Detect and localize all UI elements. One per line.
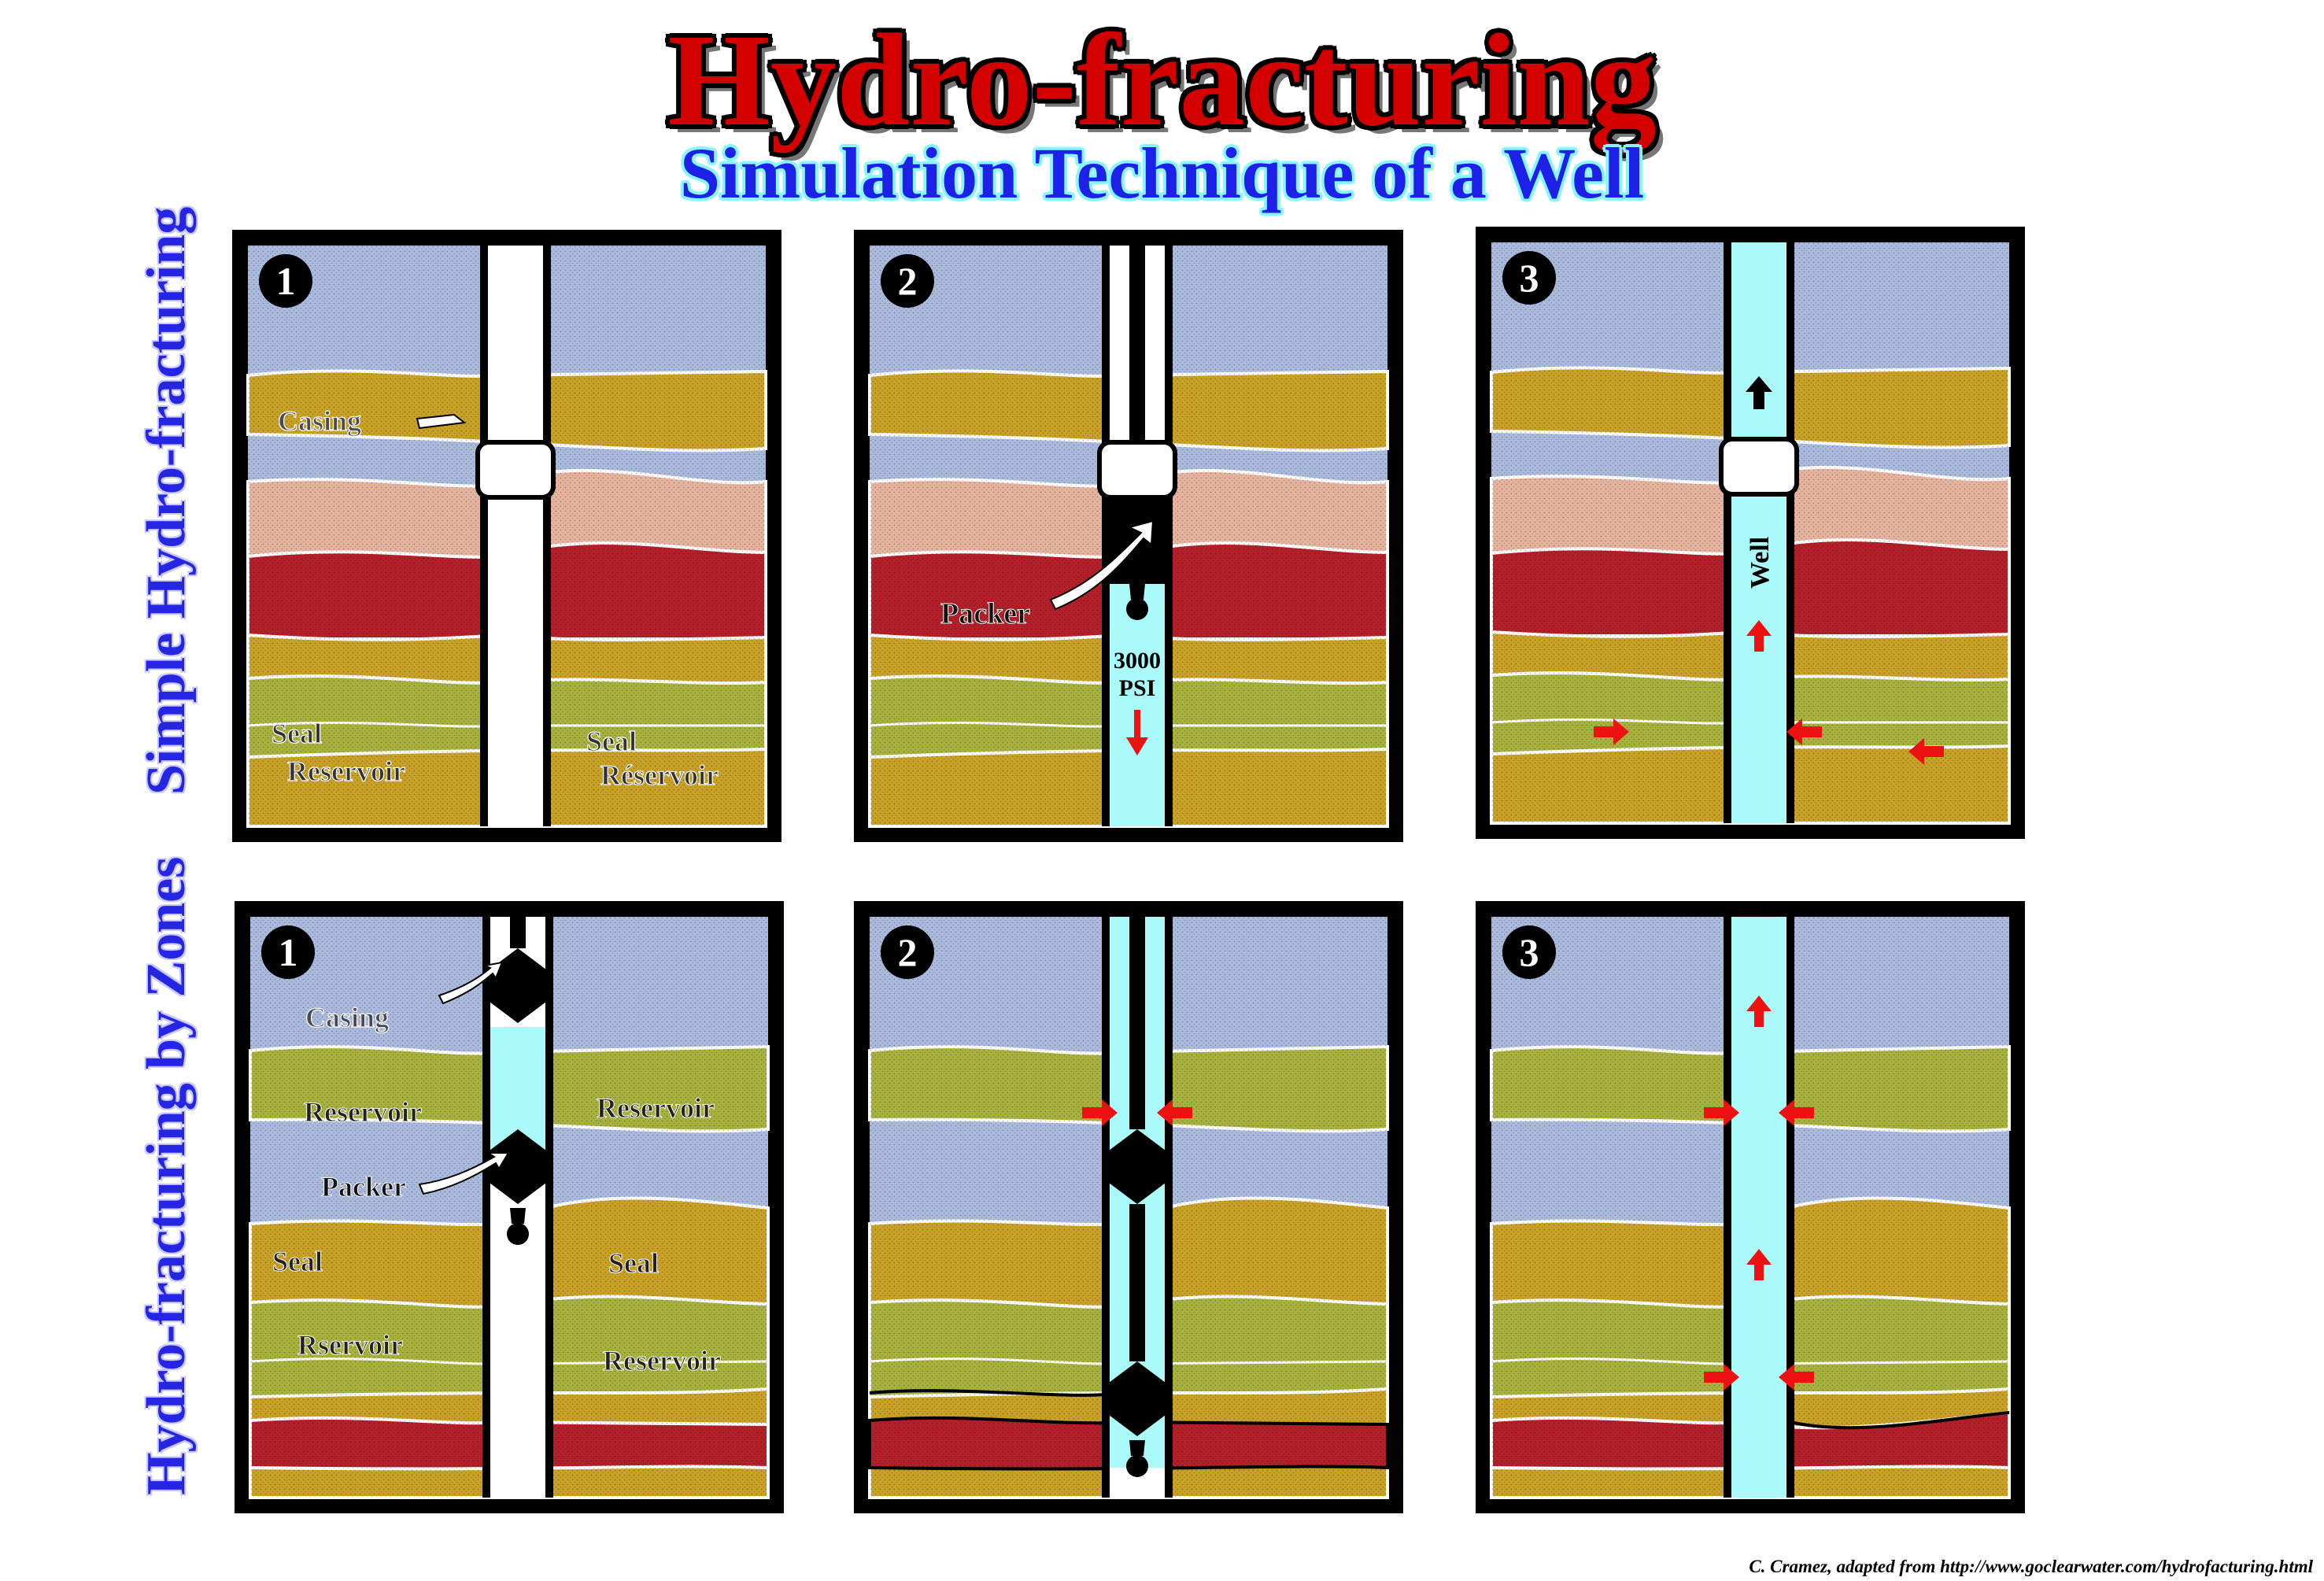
label-packer: Packer — [940, 597, 1030, 630]
label-seal: Seal — [608, 1247, 659, 1279]
right-arrow-icon — [1082, 1099, 1118, 1126]
label-pressure-value: 3000 — [1114, 648, 1161, 674]
left-arrow-icon — [1779, 1364, 1814, 1391]
row-label-zones: Hydro-fracturing by Zones — [136, 856, 197, 1496]
up-arrow-icon — [1746, 376, 1772, 409]
label-reservoir: Reservoir — [287, 755, 405, 787]
label-reservoir: Rservoir — [297, 1329, 403, 1361]
label-reservoir: Réservoir — [600, 759, 719, 791]
panel-simple-step-2: 2 Packer 3000 PSI — [854, 230, 1403, 842]
label-packer: Packer — [321, 1171, 406, 1202]
left-arrow-icon — [1908, 738, 1944, 765]
panel-simple-step-3: 3 Well — [1476, 227, 2025, 839]
step-number: 3 — [1520, 256, 1539, 300]
left-arrow-icon — [1786, 718, 1822, 745]
up-arrow-icon — [1746, 996, 1772, 1027]
label-well: Well — [1746, 537, 1775, 589]
right-arrow-icon — [1704, 1364, 1739, 1391]
label-seal: Seal — [272, 718, 322, 749]
up-arrow-icon — [1746, 620, 1772, 652]
step-number: 1 — [276, 259, 296, 303]
label-casing: Casing — [305, 1002, 389, 1033]
step-number: 2 — [898, 930, 918, 974]
label-reservoir: Reservoir — [603, 1345, 721, 1376]
diagram-title: Hydro-fracturing — [667, 7, 1657, 153]
row-label-simple: Simple Hydro-fracturing — [136, 206, 197, 795]
panel-zones-step-3: 3 — [1476, 901, 2025, 1513]
step-number: 2 — [898, 259, 918, 303]
left-arrow-icon — [1157, 1099, 1192, 1126]
label-casing: Casing — [278, 405, 361, 437]
label-reservoir: Reservoir — [597, 1092, 715, 1124]
credit-line: C. Cramez, adapted from http://www.gocle… — [1749, 1557, 2313, 1576]
step-number: 3 — [1520, 930, 1539, 974]
label-reservoir: Reservoir — [304, 1096, 422, 1128]
left-arrow-icon — [1779, 1099, 1814, 1126]
panel-zones-step-1: 1 Casing Reservoir Reservoir Packer Seal… — [235, 901, 784, 1513]
label-seal: Seal — [586, 726, 637, 757]
right-arrow-icon — [1704, 1099, 1739, 1126]
up-arrow-icon — [1746, 1249, 1772, 1280]
label-seal: Seal — [272, 1246, 323, 1277]
step-number: 1 — [279, 930, 298, 974]
diagram-subtitle: Simulation Technique of a Well — [679, 133, 1645, 213]
panel-simple-step-1: 1 Casing Seal Reservoir Seal Réservoir — [232, 230, 781, 842]
right-arrow-icon — [1594, 718, 1629, 745]
panel-zones-step-2: 2 — [854, 901, 1403, 1513]
label-pressure-unit: PSI — [1119, 675, 1156, 701]
